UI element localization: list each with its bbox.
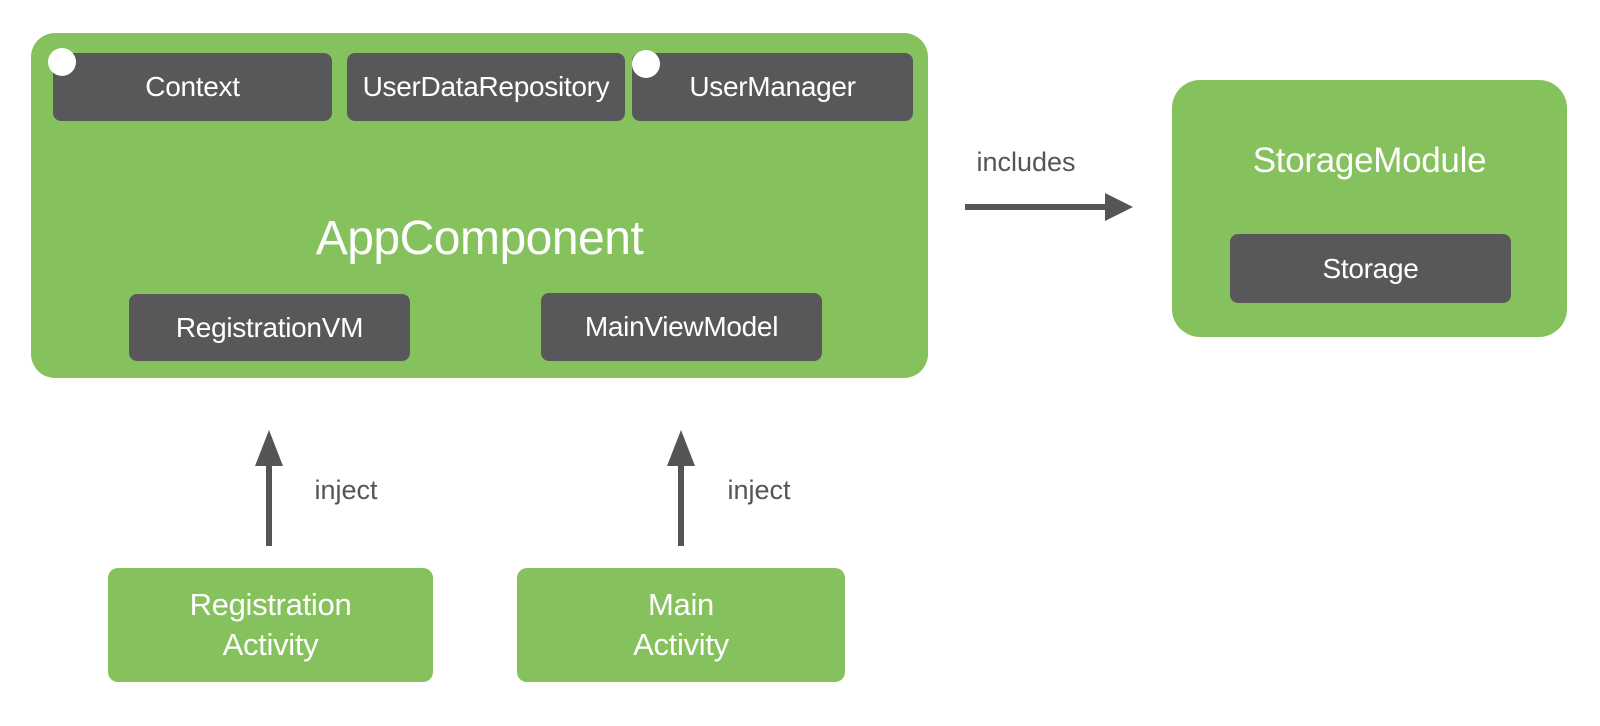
app-component-title: AppComponent [315, 212, 644, 265]
main-activity-node: Main Activity [517, 568, 845, 682]
includes-edge-label: includes [976, 147, 1076, 177]
app-component-node: Context UserDataRepository UserManager A… [31, 33, 928, 378]
includes-arrowhead-icon [1105, 193, 1133, 221]
inject-arrow-shaft [678, 464, 684, 546]
context-node: Context [53, 53, 332, 121]
inject-edge-label-registration: inject [314, 475, 378, 505]
registration-activity-node: Registration Activity [108, 568, 433, 682]
registration-activity-label-line2: Activity [222, 627, 319, 662]
main-activity-label-line2: Activity [633, 627, 729, 662]
user-data-repository-label: UserDataRepository [362, 71, 610, 102]
context-label: Context [145, 71, 240, 102]
registration-activity-label-line1: Registration [189, 587, 352, 622]
main-activity-label-line1: Main [648, 587, 714, 622]
storage-label: Storage [1322, 252, 1419, 284]
registration-vm-label: RegistrationVM [175, 311, 364, 343]
scope-dot-icon [48, 48, 76, 76]
user-data-repository-node: UserDataRepository [347, 53, 625, 121]
inject-arrowhead-icon [255, 430, 283, 466]
scope-dot-icon [632, 50, 660, 78]
storage-module-node: StorageModule Storage [1172, 80, 1567, 337]
registration-vm-node: RegistrationVM [129, 294, 410, 361]
main-view-model-node: MainViewModel [541, 293, 822, 361]
includes-arrow-shaft [965, 204, 1107, 210]
storage-module-title: StorageModule [1252, 141, 1487, 180]
main-view-model-label: MainViewModel [584, 311, 779, 342]
inject-arrowhead-icon [667, 430, 695, 466]
storage-node: Storage [1230, 234, 1511, 303]
user-manager-node: UserManager [632, 53, 913, 121]
inject-edge-label-main: inject [727, 475, 791, 505]
inject-arrow-shaft [266, 464, 272, 546]
user-manager-label: UserManager [689, 71, 856, 102]
